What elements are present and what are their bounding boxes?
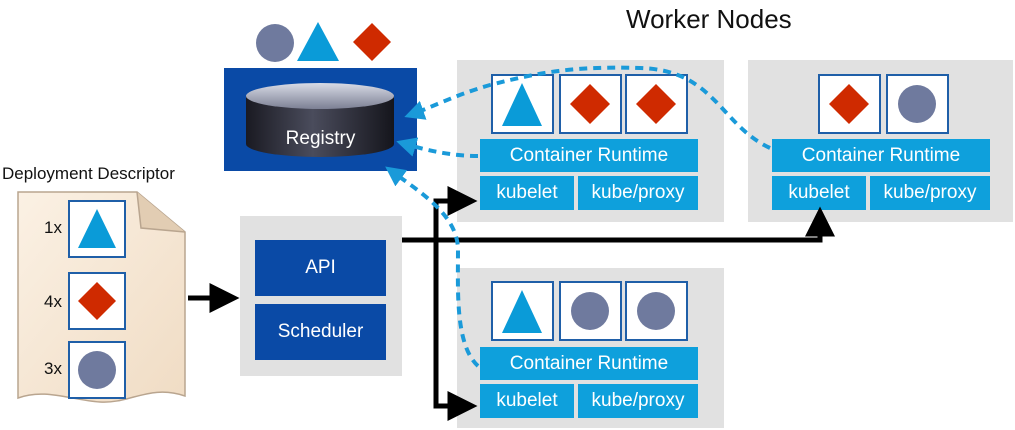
node3-kube-proxy: kube/proxy (578, 384, 698, 418)
node3-container-2 (559, 281, 622, 341)
api-box: API (255, 240, 386, 296)
node3-container-3 (625, 281, 688, 341)
node1-container-3 (625, 74, 688, 134)
node3-runtime-bar: Container Runtime (480, 347, 698, 380)
circle-icon (256, 24, 294, 62)
node1-container-2 (559, 74, 622, 134)
diamond-icon (636, 84, 676, 124)
scheduler-box: Scheduler (255, 304, 386, 360)
registry-label: Registry (285, 128, 356, 149)
circle-icon (637, 292, 675, 330)
node1-container-1 (491, 74, 554, 134)
descriptor-tile-1 (68, 200, 126, 258)
node1-kubelet: kubelet (480, 176, 574, 210)
diamond-icon (829, 84, 869, 124)
descriptor-count-1: 1x (44, 218, 62, 237)
circle-icon (78, 351, 116, 389)
node3-container-1 (491, 281, 554, 341)
triangle-icon (297, 22, 339, 61)
triangle-icon (78, 209, 116, 248)
node2-kubelet: kubelet (772, 176, 866, 210)
node1-kube-proxy: kube/proxy (578, 176, 698, 210)
triangle-icon (502, 83, 542, 126)
worker-nodes-title: Worker Nodes (626, 4, 792, 34)
node2-kube-proxy: kube/proxy (870, 176, 990, 210)
descriptor-count-2: 4x (44, 292, 62, 311)
node2-container-1 (818, 74, 881, 134)
diamond-icon (353, 23, 391, 61)
node3-kubelet: kubelet (480, 384, 574, 418)
circle-icon (571, 292, 609, 330)
node2-runtime-bar: Container Runtime (772, 139, 990, 172)
circle-icon (898, 85, 936, 123)
descriptor-label: Deployment Descriptor (2, 164, 175, 183)
descriptor-count-3: 3x (44, 359, 62, 378)
node2-container-2 (886, 74, 949, 134)
descriptor-tile-2 (68, 272, 126, 330)
diamond-icon (78, 282, 116, 320)
database-icon (246, 83, 394, 157)
registry-box: Registry (224, 68, 417, 171)
triangle-icon (502, 290, 542, 333)
diamond-icon (570, 84, 610, 124)
descriptor-tile-3 (68, 341, 126, 399)
node1-runtime-bar: Container Runtime (480, 139, 698, 172)
